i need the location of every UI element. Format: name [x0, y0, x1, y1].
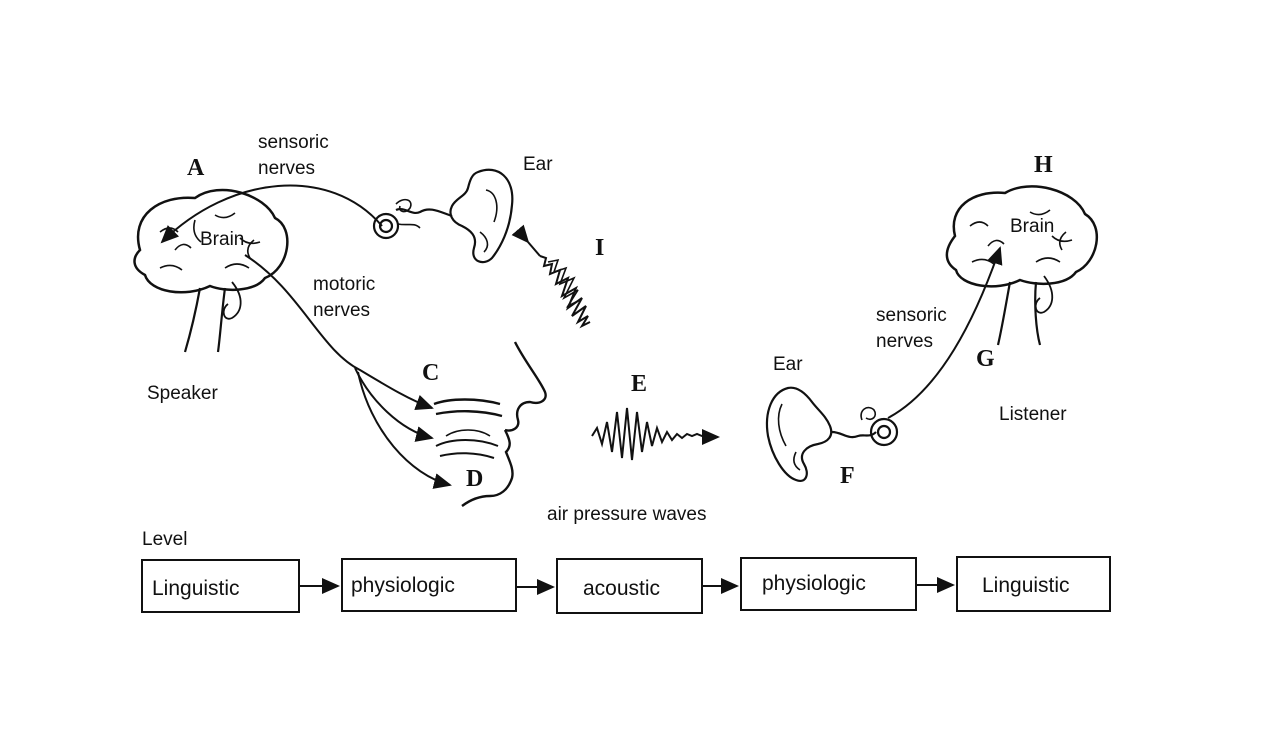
- level-box-3-label: acoustic: [583, 577, 660, 600]
- speaker-role-label: Speaker: [147, 383, 218, 404]
- listener-ear-icon: [765, 386, 899, 482]
- listener-sensoric-nerve: [887, 246, 1003, 419]
- level-box-1: Linguistic: [141, 559, 300, 613]
- listener-brain-icon: [945, 185, 1099, 346]
- label-i: I: [595, 235, 604, 261]
- air-pressure-caption: air pressure waves: [547, 504, 706, 525]
- speaker-sensoric-label: sensoric: [258, 132, 329, 153]
- level-title: Level: [142, 529, 187, 550]
- speaker-ear-icon: [372, 168, 514, 264]
- level-box-1-label: Linguistic: [152, 577, 240, 600]
- label-d: D: [466, 466, 483, 492]
- label-c: C: [422, 360, 439, 386]
- speaker-ear-label: Ear: [523, 154, 553, 175]
- speaker-sensoric-label-2: nerves: [258, 158, 315, 179]
- level-arrows: [300, 577, 955, 595]
- listener-brain-label: Brain: [1010, 216, 1054, 237]
- level-box-5-label: Linguistic: [982, 574, 1070, 597]
- speaker-letter: A: [187, 155, 205, 181]
- speaker-brain-icon: [133, 188, 289, 353]
- level-box-2-label: physiologic: [351, 574, 455, 597]
- level-box-3: acoustic: [556, 558, 703, 614]
- motoric-nerves: [244, 254, 452, 489]
- motoric-label: motoric: [313, 274, 375, 295]
- listener-ear-label: Ear: [773, 354, 803, 375]
- label-g: G: [976, 346, 995, 372]
- level-box-2: physiologic: [341, 558, 517, 612]
- label-e: E: [631, 371, 647, 397]
- level-box-4: physiologic: [740, 557, 917, 611]
- listener-role-label: Listener: [999, 404, 1067, 425]
- listener-sensoric-label-2: nerves: [876, 331, 933, 352]
- label-f: F: [840, 463, 855, 489]
- listener-sensoric-label: sensoric: [876, 305, 947, 326]
- level-box-5: Linguistic: [956, 556, 1111, 612]
- speaker-face-icon: [433, 341, 547, 507]
- motoric-label-2: nerves: [313, 300, 370, 321]
- speaker-brain-label: Brain: [200, 229, 244, 250]
- wave-e-icon: [591, 407, 720, 461]
- listener-letter: H: [1034, 152, 1053, 178]
- level-box-4-label: physiologic: [762, 572, 866, 595]
- wave-i-icon: [511, 224, 591, 329]
- speaker-sensoric-nerve: [160, 184, 383, 244]
